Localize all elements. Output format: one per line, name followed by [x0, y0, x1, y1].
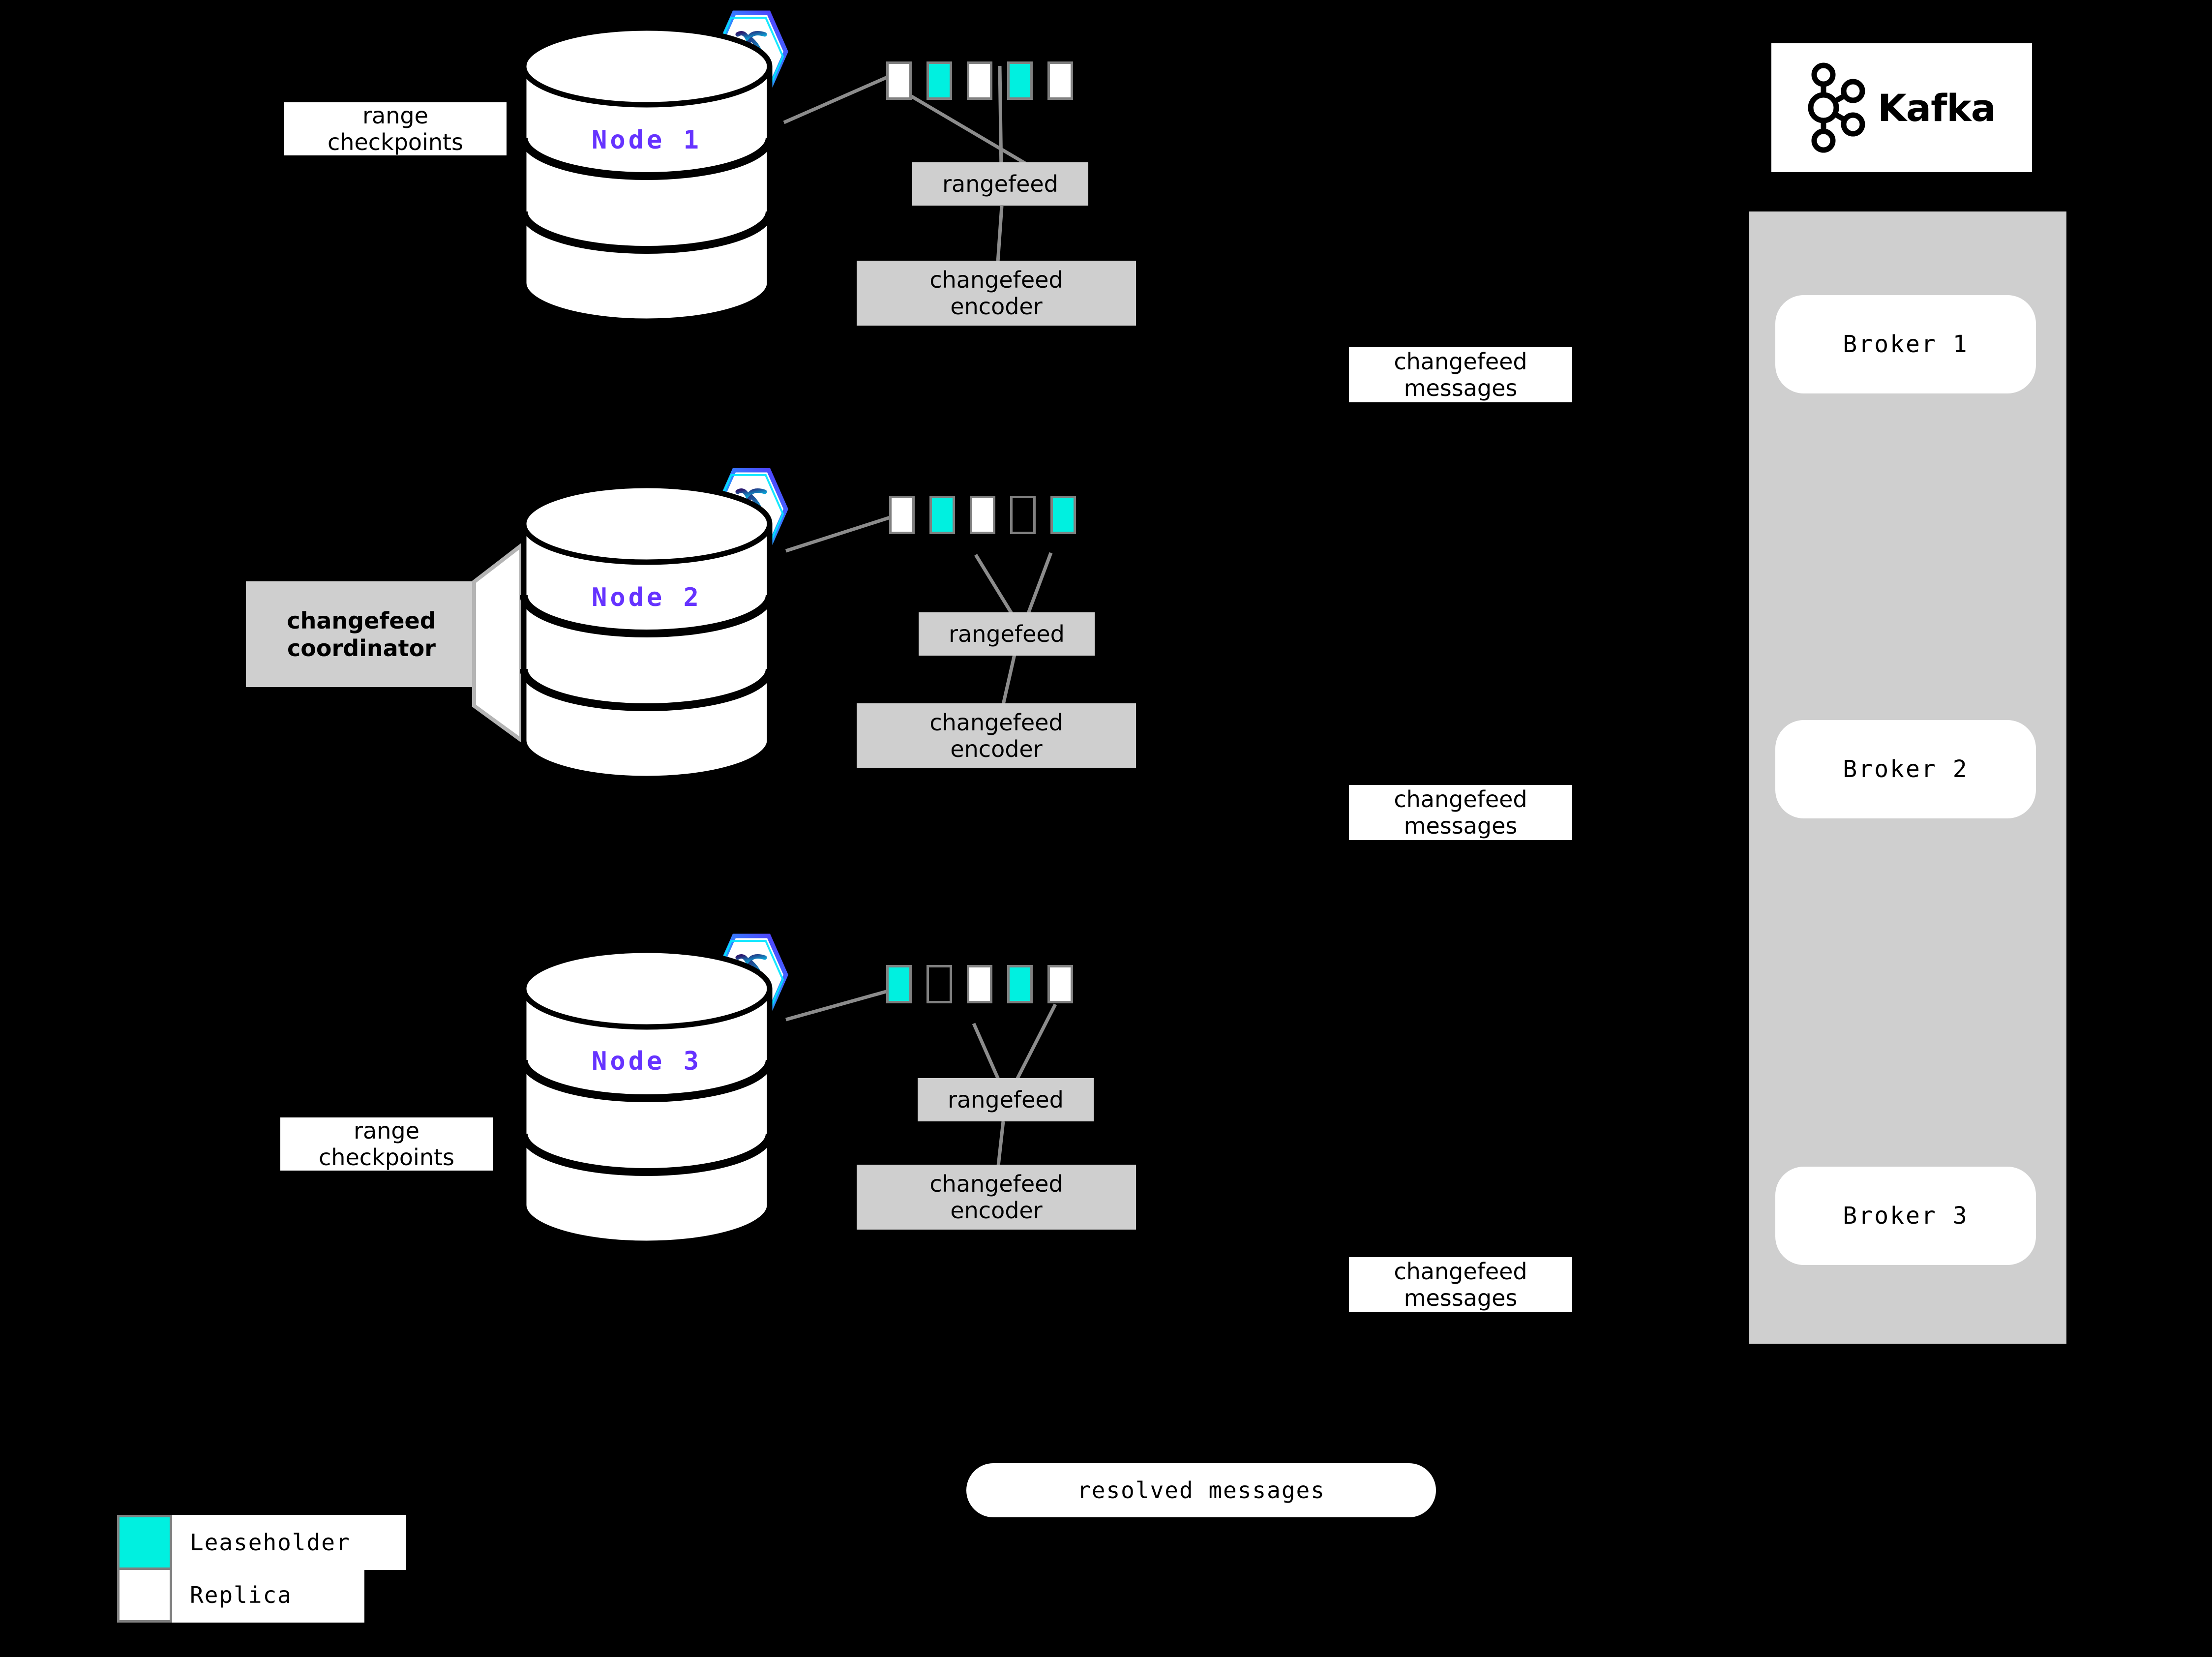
- changefeed-coordinator-label: changefeed coordinator: [287, 607, 436, 662]
- kafka-broker-1[interactable]: Broker 1: [1775, 295, 2036, 393]
- node-2-cylinder: [514, 484, 779, 780]
- range-box: [967, 965, 992, 1003]
- changefeed-messages-label-1: changefeed messages: [1349, 347, 1572, 402]
- legend-swatch-leaseholder: [117, 1515, 172, 1570]
- kafka-broker-3-label: Broker 3: [1843, 1202, 1969, 1230]
- resolved-messages-label: resolved messages: [1077, 1477, 1325, 1504]
- node-1-ranges: [886, 61, 1073, 100]
- legend-item-replica: Replica: [117, 1567, 406, 1623]
- node-1-rangefeed-box[interactable]: rangefeed: [912, 162, 1088, 206]
- changefeed-messages-label-2: changefeed messages: [1349, 785, 1572, 840]
- legend-label-replica: Replica: [172, 1567, 364, 1623]
- range-box: [1007, 965, 1033, 1003]
- kafka-wordmark-label: Kafka: [1877, 86, 1996, 130]
- range-box: [1050, 496, 1076, 534]
- range-box: [1047, 965, 1073, 1003]
- range-box: [927, 61, 952, 100]
- node-1-label: Node 1: [592, 125, 702, 155]
- resolved-messages-pill: resolved messages: [966, 1463, 1436, 1517]
- range-box: [1047, 61, 1073, 100]
- node-3-rangefeed-box[interactable]: rangefeed: [918, 1078, 1094, 1121]
- legend: Leaseholder Replica: [117, 1515, 406, 1623]
- range-box: [886, 61, 912, 100]
- node-1-range-checkpoints-label: range checkpoints: [284, 102, 507, 155]
- kafka-mark-icon: [1808, 62, 1865, 153]
- range-box: [967, 61, 992, 100]
- range-box: [927, 965, 952, 1003]
- node-2-changefeed-encoder-box[interactable]: changefeed encoder: [857, 703, 1136, 768]
- node-1-changefeed-encoder-box[interactable]: changefeed encoder: [857, 261, 1136, 326]
- node-2-label: Node 2: [592, 583, 702, 612]
- kafka-inbound-arrowheads: [2066, 428, 2081, 1273]
- node-2-rangefeed-box[interactable]: rangefeed: [919, 612, 1095, 656]
- kafka-broker-3[interactable]: Broker 3: [1775, 1167, 2036, 1265]
- range-box: [889, 496, 915, 534]
- legend-label-leaseholder: Leaseholder: [172, 1515, 406, 1570]
- node-2-ranges: [889, 496, 1076, 534]
- node-3-changefeed-encoder-box[interactable]: changefeed encoder: [857, 1165, 1136, 1230]
- node-3-range-checkpoints-label: range checkpoints: [280, 1117, 493, 1171]
- node-1-cylinder: [514, 27, 779, 322]
- range-box: [1010, 496, 1036, 534]
- legend-swatch-replica: [117, 1567, 172, 1623]
- kafka-broker-2[interactable]: Broker 2: [1775, 720, 2036, 818]
- kafka-broker-1-label: Broker 1: [1843, 331, 1969, 358]
- kafka-logo: Kafka: [1771, 43, 2032, 172]
- node-3-cylinder: [514, 949, 779, 1244]
- range-box: [929, 496, 955, 534]
- kafka-broker-2-label: Broker 2: [1843, 755, 1969, 783]
- range-box: [886, 965, 912, 1003]
- changefeed-messages-label-3: changefeed messages: [1349, 1257, 1572, 1312]
- range-box: [970, 496, 995, 534]
- node-3-ranges: [886, 965, 1073, 1003]
- legend-item-leaseholder: Leaseholder: [117, 1515, 406, 1570]
- range-box: [1007, 61, 1033, 100]
- changefeed-coordinator-callout: changefeed coordinator: [246, 581, 477, 687]
- node-3-label: Node 3: [592, 1047, 702, 1076]
